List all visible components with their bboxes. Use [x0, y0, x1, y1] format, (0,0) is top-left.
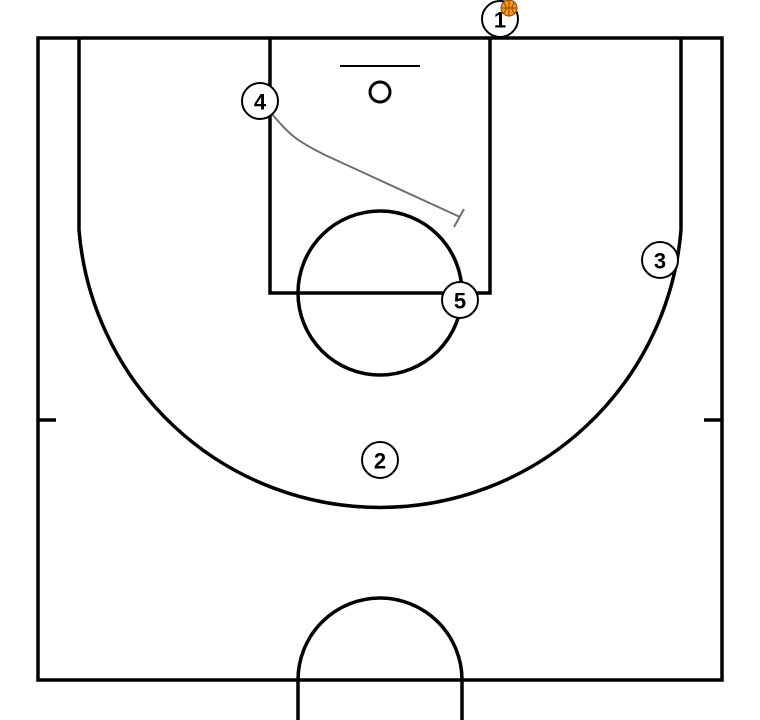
player-circle: [441, 281, 479, 319]
court: [36, 36, 724, 720]
player-label: 2: [374, 449, 386, 474]
center-circle: [296, 596, 464, 720]
player-1[interactable]: 1: [481, 0, 519, 38]
screen-path: [270, 112, 461, 218]
player-4[interactable]: 4: [241, 82, 279, 120]
player-2[interactable]: 2: [361, 441, 399, 479]
movement-screen-4: [270, 112, 465, 228]
player-label: 5: [454, 289, 466, 314]
player-circle: [361, 441, 399, 479]
player-label: 3: [654, 249, 666, 274]
player-circle: [641, 241, 679, 279]
basketball-icon: [500, 0, 518, 17]
three-point-line: [77, 38, 683, 510]
player-circle: [241, 82, 279, 120]
screen-end-bar: [453, 208, 465, 228]
player-3[interactable]: 3: [641, 241, 679, 279]
court-boundary: [36, 36, 724, 682]
player-5[interactable]: 5: [441, 281, 479, 319]
hoop-icon: [368, 80, 392, 104]
paint-key: [268, 38, 492, 295]
player-label: 4: [254, 90, 267, 115]
